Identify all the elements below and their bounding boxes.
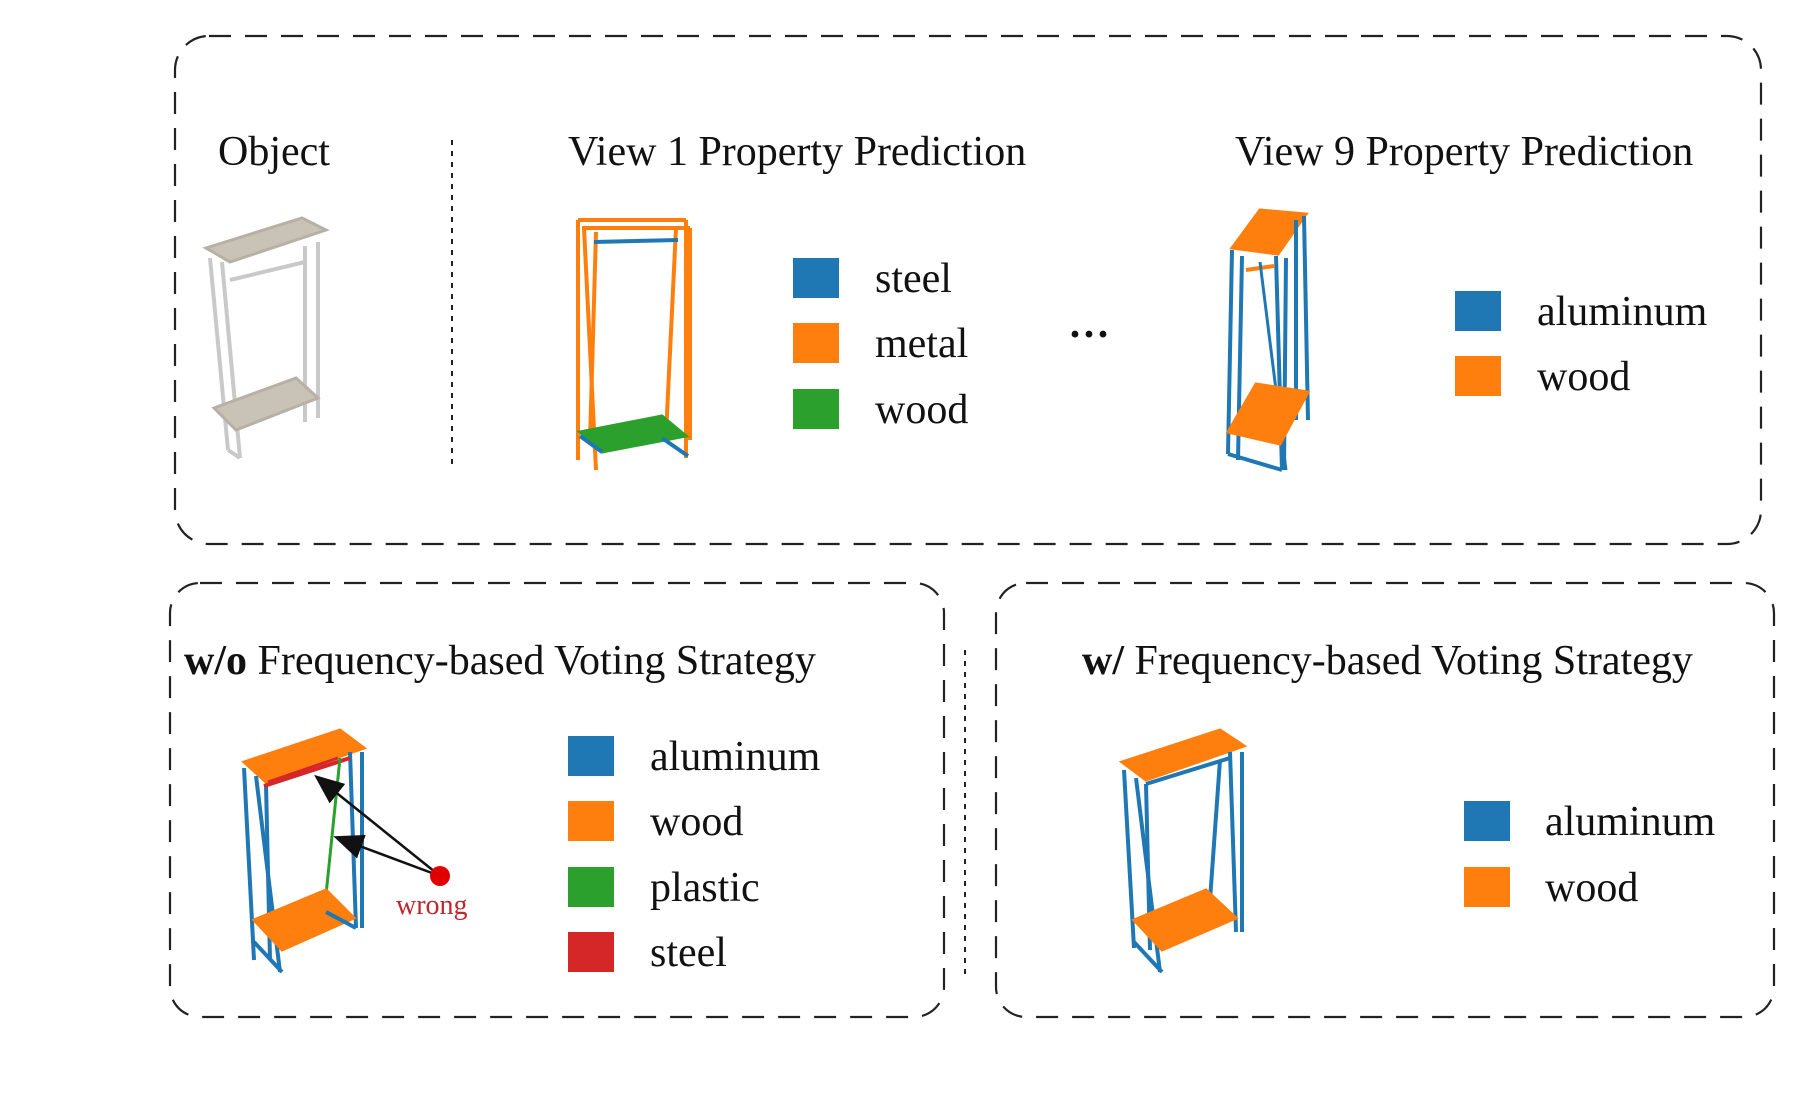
- bottom-right-panel-border: [994, 581, 1776, 1019]
- bottom-right-title-rest: Frequency-based Voting Strategy: [1124, 638, 1693, 684]
- bottom-left-legend-swatch-steel: [568, 932, 614, 972]
- bottom-left-title-rest: Frequency-based Voting Strategy: [247, 638, 816, 684]
- view1-rack-illustration: [576, 218, 692, 471]
- view9-legend-swatch-aluminum: [1455, 291, 1501, 331]
- view1-legend-label-wood: wood: [875, 387, 968, 433]
- view9-title: View 9 Property Prediction: [1235, 129, 1693, 175]
- view9-legend: aluminum wood: [1455, 289, 1708, 400]
- ellipsis-text: ···: [1068, 312, 1110, 358]
- bottom-left-legend-label-aluminum: aluminum: [650, 734, 821, 780]
- object-rack-illustration: [202, 216, 330, 460]
- bottom-right-rack-illustration: [1118, 728, 1248, 974]
- wrong-marker-dot: [430, 866, 450, 886]
- bottom-left-legend-label-plastic: plastic: [650, 865, 760, 911]
- bottom-right-legend-swatch-aluminum: [1464, 801, 1510, 841]
- bottom-left-title: w/o Frequency-based Voting Strategy: [184, 638, 816, 684]
- wrong-label: wrong: [396, 890, 468, 921]
- bottom-left-panel-border: [168, 581, 946, 1019]
- bottom-left-legend-swatch-wood: [568, 801, 614, 841]
- bottom-right-title-bold: w/: [1082, 638, 1125, 684]
- view1-legend-swatch-metal: [793, 323, 839, 363]
- view1-legend-label-steel: steel: [875, 256, 952, 302]
- view1-title: View 1 Property Prediction: [568, 129, 1026, 175]
- wrong-arrow-red: [314, 774, 441, 877]
- view1-legend-label-metal: metal: [875, 321, 968, 367]
- view1-legend-swatch-wood: [793, 389, 839, 429]
- view9-legend-label-wood: wood: [1537, 354, 1630, 400]
- bottom-left-legend-label-wood: wood: [650, 799, 743, 845]
- wrong-arrow-green: [333, 835, 441, 878]
- bottom-right-legend-label-aluminum: aluminum: [1545, 799, 1716, 845]
- bottom-left-legend-swatch-aluminum: [568, 736, 614, 776]
- top-panel-border: [173, 34, 1763, 546]
- bottom-right-legend-swatch-wood: [1464, 867, 1510, 907]
- view1-legend-swatch-steel: [793, 258, 839, 298]
- bottom-left-legend-label-steel: steel: [650, 930, 727, 976]
- bottom-left-rack-illustration: [241, 728, 450, 974]
- bottom-right-title: w/ Frequency-based Voting Strategy: [1082, 638, 1693, 684]
- object-title: Object: [218, 129, 330, 175]
- view1-legend: steel metal wood: [793, 256, 968, 433]
- view9-legend-swatch-wood: [1455, 356, 1501, 396]
- bottom-left-legend-swatch-plastic: [568, 867, 614, 907]
- bottom-left-legend: aluminum wood plastic steel: [568, 734, 821, 976]
- bottom-left-title-bold: w/o: [184, 638, 247, 684]
- bottom-right-legend: aluminum wood: [1464, 799, 1716, 911]
- bottom-right-legend-label-wood: wood: [1545, 865, 1638, 911]
- view9-rack-illustration: [1225, 208, 1311, 472]
- view9-legend-label-aluminum: aluminum: [1537, 289, 1708, 335]
